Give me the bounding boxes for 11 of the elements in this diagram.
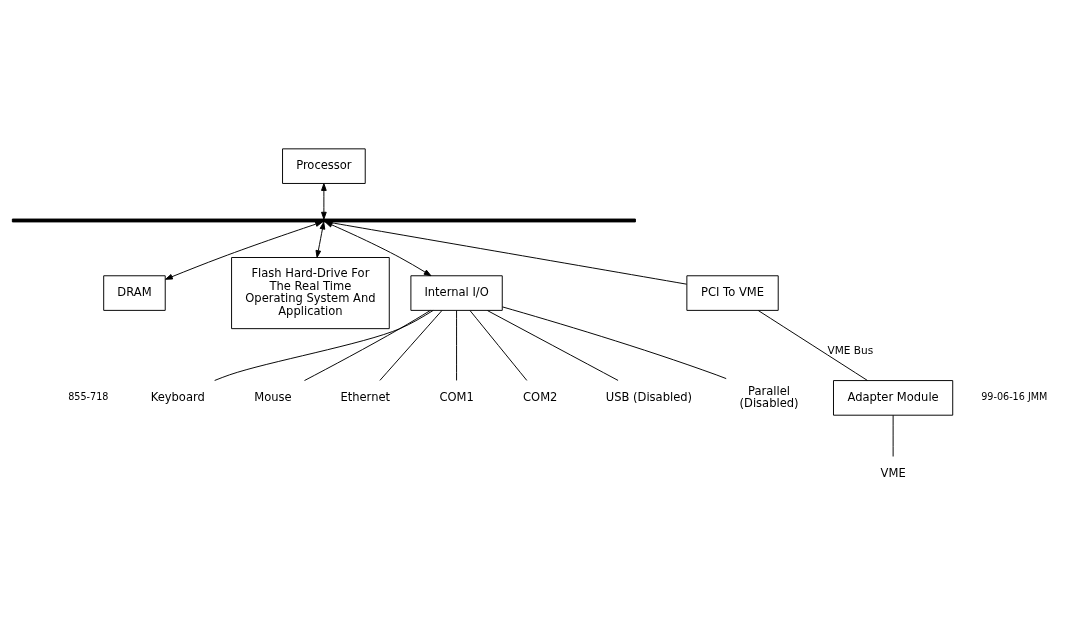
- label: 855-718: [68, 390, 109, 402]
- node-text: Mouse: [254, 389, 292, 404]
- node-text: Ethernet: [340, 389, 391, 404]
- node-text: VME: [880, 465, 906, 480]
- edge-label: VME Bus: [827, 343, 874, 356]
- node-text: COM2: [523, 389, 558, 404]
- node-text: COM1: [439, 389, 474, 404]
- node-text: Keyboard: [150, 389, 205, 404]
- node-text: Parallel (Disabled): [739, 383, 799, 410]
- label: 99-06-16 JMM: [981, 390, 1048, 402]
- node-text: USB (Disabled): [605, 389, 693, 404]
